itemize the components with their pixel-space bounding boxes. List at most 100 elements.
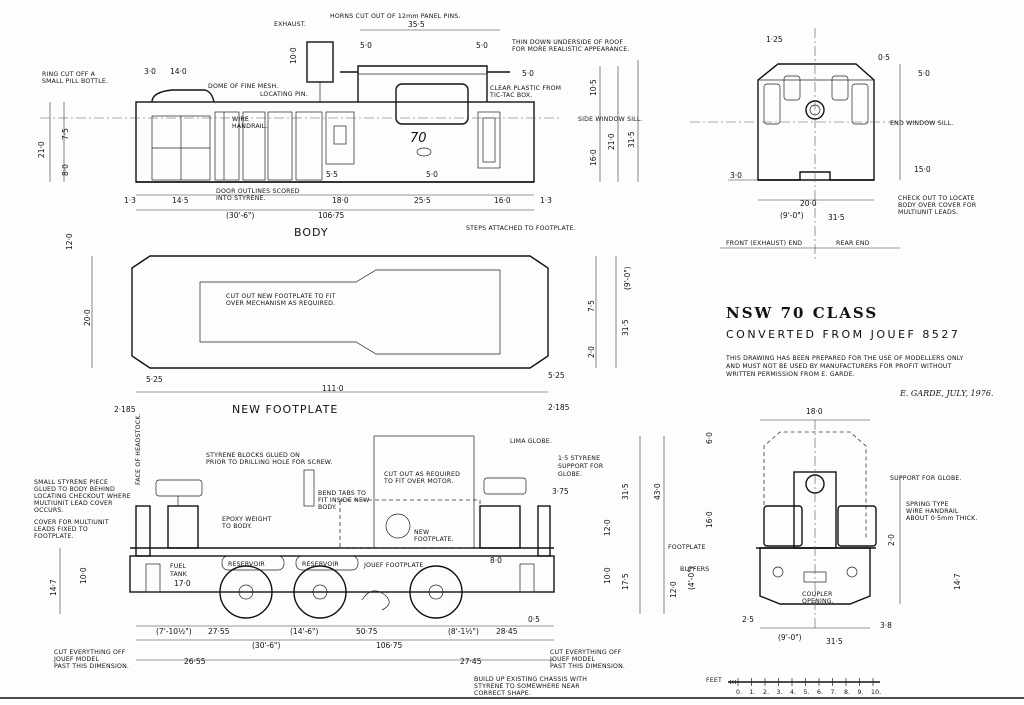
signature: E. GARDE, JULY, 1976. [899,389,993,398]
note-dome: DOME OF FINE MESH. [208,83,278,90]
note-jouef-fp: JOUEF FOOTPLATE [363,562,424,569]
note-ring-1: RING CUT OFF A [42,71,96,78]
dim-31-5-d: 31·5 [621,483,630,500]
section-body: BODY [294,226,329,239]
note-spring-3: ABOUT 0·5mm THICK. [906,515,978,522]
dim-16-0-c: 16·0 [705,511,714,528]
note-door-1: DOOR OUTLINES SCORED [216,188,300,195]
dim-26-55: 26·55 [184,657,206,666]
drawing-subtitle: CONVERTED FROM JOUEF 8527 [726,328,960,341]
end-view-top-text: 1·25 0·5 5·0 15·0 3·0 20·0 (9'-0") 31·5 … [726,35,977,247]
scale-tick-label: 8. [844,689,850,696]
dim-10-0: 10·0 [289,47,298,64]
note-clear-2: TIC-TAC BOX. [489,92,533,99]
note-small-5: OCCURS. [34,507,64,514]
footplate-text: CUT OUT NEW FOOTPLATE TO FIT OVER MECHAN… [65,233,632,485]
dim-5-25-b: 5·25 [548,371,565,380]
note-coupler-1: COUPLER [802,591,833,598]
note-rear-end: REAR END [836,240,870,247]
dim-35-5: 35·5 [408,20,425,29]
note-check-1: CHECK OUT TO LOCATE [898,195,975,202]
dim-111-0: 111·0 [322,384,344,393]
dim-21-0-b: 21·0 [607,133,616,150]
dim-2-0: 2·0 [587,346,596,358]
body-side-elevation: 70 [40,29,639,211]
dim-2-5: 2·5 [742,615,754,624]
disclaimer-line-3: WRITTEN PERMISSION FROM E. GARDE. [726,371,855,378]
footplate-plan [91,255,617,393]
note-support-3: GLOBE. [558,471,582,478]
dim-14-5: 14·5 [172,196,189,205]
scale-tick-label: 10. [871,689,881,696]
note-support-2: SUPPORT FOR [558,463,604,470]
dim-3-0: 3·0 [144,67,156,76]
dim-1-25: 1·25 [766,35,783,44]
note-fuel-1: FUEL [170,563,187,570]
chassis-end-view [756,419,901,630]
dim-5-0-d: 5·0 [426,170,438,179]
note-steps: STEPS ATTACHED TO FOOTPLATE. [466,225,576,232]
note-cut-right-1: CUT EVERYTHING OFF [550,649,622,656]
note-styrene-blocks-1: STYRENE BLOCKS GLUED ON [206,452,300,459]
note-wire-1: WIRE [232,116,249,123]
dim-14-7-b: 14·7 [953,573,962,590]
drawing-title: NSW 70 CLASS [726,304,878,322]
note-cut-right-2: JOUEF MODEL [549,656,596,663]
dim-16-0-b: 16·0 [494,196,511,205]
chassis-end-text: 18·0 6·0 16·0 2·0 14·7 SUPPORT FOR GLOBE… [705,407,978,646]
note-new-fp-2: FOOTPLATE. [414,536,454,543]
dim-14-0: 14·0 [170,67,187,76]
note-exhaust: EXHAUST. [274,21,306,28]
scale-bar: FEET 0.1.2.3.4.5.6.7.8.9.10. [706,677,881,696]
scale-tick-label: 7. [831,689,837,696]
dim-1-3-b: 1·3 [540,196,552,205]
body-notes: EXHAUST. HORNS CUT OUT OF 12mm PANEL PIN… [42,13,643,239]
note-reservoir-1: RESERVOIR [228,561,265,568]
note-side-sill: SIDE WINDOW SILL. [578,116,643,123]
dim-18-0-b: 18·0 [806,407,823,416]
dim-5-0-b: 5·0 [476,41,488,50]
note-end-sill: END WINDOW SILL. [890,120,953,127]
chassis-text: STYRENE BLOCKS GLUED ON PRIOR TO DRILLIN… [34,438,709,697]
dim-106-75-b: 106·75 [376,641,402,650]
dim-9-0-b: (9'-0") [623,266,632,290]
scale-tick-label: 6. [817,689,823,696]
dim-5-0-a: 5·0 [360,41,372,50]
note-footplate: FOOTPLATE [668,544,706,551]
dim-12-0-c: 12·0 [669,581,678,598]
note-build-2: STYRENE TO SOMEWHERE NEAR [474,683,580,690]
dim-15-0: 15·0 [914,165,931,174]
dim-14-6: (14'-6") [290,627,318,636]
dim-2-185-a: 2·185 [114,405,136,414]
dim-7-5: 7·5 [61,128,70,140]
scale-tick-label: 2. [763,689,769,696]
note-clear-1: CLEAR PLASTIC FROM [490,85,561,92]
dim-20-0-b: 20·0 [83,309,92,326]
note-check-2: BODY OVER COVER FOR [898,202,977,209]
dim-17-5: 17·5 [621,573,630,590]
dim-5-5: 5·5 [326,170,338,179]
note-wire-2: HANDRAIL. [232,123,268,130]
dim-21-0: 21·0 [37,141,46,158]
note-cut-motor-1: CUT OUT AS REQUIRED [384,471,460,478]
dim-9-0-c: (9'-0") [778,633,802,642]
note-cut-left-1: CUT EVERYTHING OFF [54,649,126,656]
note-cut-footplate-1: CUT OUT NEW FOOTPLATE TO FIT [226,293,336,300]
note-small-1: SMALL STYRENE PIECE [34,479,108,486]
dim-27-45: 27·45 [460,657,482,666]
dim-31-5: 31·5 [627,131,636,148]
dim-10-0-b: 10·0 [603,567,612,584]
chassis-side-elevation [59,435,665,661]
dim-31-5-b: 31·5 [828,213,845,222]
dim-20-0: 20·0 [800,199,817,208]
scale-tick-label: 0. [736,689,742,696]
dim-2-0-b: 2·0 [887,534,896,546]
note-bend-3: BODY. [318,504,337,511]
note-roof-2: FOR MORE REALISTIC APPEARANCE. [512,46,630,53]
dim-31-5-c: 31·5 [621,319,630,336]
note-fuel-2: TANK [169,571,188,578]
note-spring-2: WIRE HANDRAIL [906,508,959,515]
note-new-fp-1: NEW [414,529,429,536]
